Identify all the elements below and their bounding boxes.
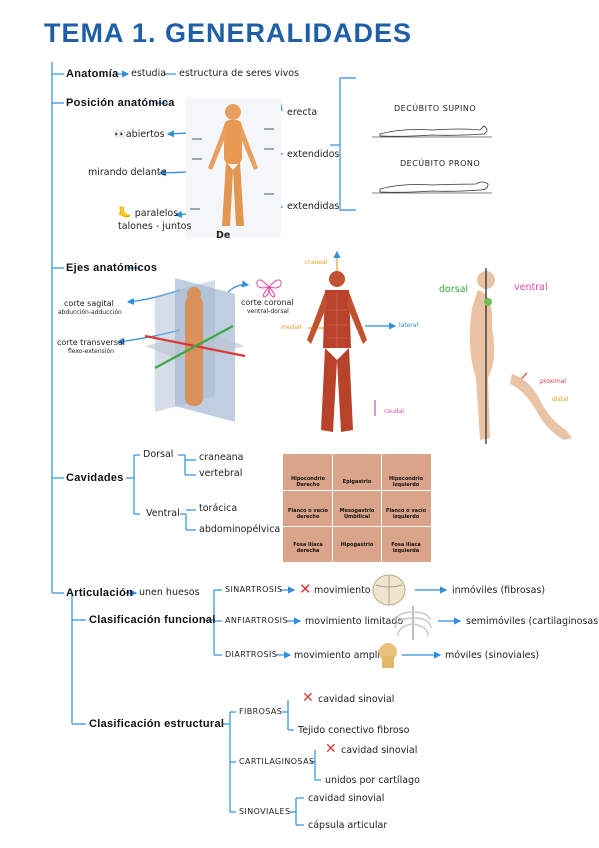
abiertos-text: 👀abiertos [114,129,165,140]
extendidos-text: extendidos [287,149,340,160]
diartrosis-label: DIARTROSIS [225,650,278,659]
posicion-heading: Posición anatómica [66,97,175,109]
unen-text: unen huesos [139,587,200,598]
ribcage-icon [394,606,432,640]
lateral-text: lateral [399,322,419,329]
prone-figure [372,181,492,194]
cavidad-sinovial-text: cavidad sinovial [318,694,395,705]
funcional-heading: Clasificación funcional [89,614,216,626]
anatomical-position-figure [186,98,281,238]
paralelos-text: 🦶 paralelos [118,206,178,219]
amplio-text: movimiento amplio [294,650,386,661]
fibrosas-label: FIBROSAS [239,707,283,716]
supine-figure [372,125,492,138]
corte-transversal-text: corte transversal [57,338,125,347]
sagital-sub-text: abducción-adducción [58,309,122,316]
abdominal-region: Flanco o vacío izquierdo [385,508,427,520]
abdominal-region: Hipogastrio [340,542,374,548]
inmoviles-text: inmóviles (fibrosas) [452,585,546,596]
cartilaginosas-label: CARTILAGINOSAS [239,757,315,766]
moviles-text: móviles (sinoviales) [445,650,540,661]
craneal-text: craneal [305,259,328,266]
muscle-figure [307,271,367,432]
cavidad-sinovial-2-text: cavidad sinovial [341,745,418,756]
eyes-icon: 👀 [114,129,126,140]
craneana-text: craneana [199,452,244,463]
abdominopelvica-text: abdominopélvica [199,524,281,535]
abdominal-region: Fosa ilíaca izquierda [391,542,421,554]
butterfly-icon [256,279,282,298]
toracica-text: torácica [199,503,238,514]
abdominal-region: Hipocondrio Derecho [290,476,326,488]
sinartrosis-label: SINARTROSIS [225,585,283,594]
medial-text: medial [281,324,302,331]
anatomia-heading: Anatomía [66,68,119,80]
coronal-sub-text: ventral-dorsal [247,308,289,315]
erecta-text: erecta [287,107,318,118]
ventral-cavity-text: Ventral [146,508,180,519]
cavidades-heading: Cavidades [66,472,124,484]
abdominal-region: Flanco o vacío derecho [287,508,329,520]
vertebral-text: vertebral [199,468,243,479]
cross-icon: ✕ [299,580,312,598]
unidos-text: unidos por cartílago [325,775,420,786]
corte-sagital-text: corte sagital [64,299,114,308]
mirando-text: mirando delante [88,167,167,178]
cavidad-sinovial-3-text: cavidad sinovial [308,793,385,804]
limitado-text: movimiento limitado [305,616,404,627]
decubito-supino-label: DECÚBITO SUPINO [394,104,477,113]
abdominal-regions-figure: Hipocondrio Derecho Epigastrio Hipocondr… [283,454,431,562]
movimiento-text: movimiento [314,585,371,596]
dorsal-text: dorsal [439,284,469,295]
distal-text: distal [552,396,569,403]
sinoviales-label: SINOVIALES [239,807,291,816]
corte-coronal-text: corte coronal [241,298,294,307]
abdominal-region: Hipocondrio Izquierdo [388,476,424,488]
abdominal-region: Epigastrio [342,479,372,485]
estructura-text: estructura de seres vivos [179,68,300,79]
capsula-text: cápsula articular [308,820,388,831]
cross-icon: ✕ [302,690,314,706]
caudal-text: caudal [384,408,404,415]
tejido-text: Tejido conectivo fibroso [298,725,410,736]
foot-icon: 🦶 [118,206,132,219]
proximal-text: proximal [540,378,567,385]
decubito-prono-label: DECÚBITO PRONO [400,159,481,168]
articulacion-heading: Articulación [66,587,134,599]
abdominal-region: Fosa ilíaca derecha [293,542,323,554]
estructural-heading: Clasificación estructural [89,718,225,730]
estudia-text: estudia [131,68,167,79]
skull-icon [372,574,406,606]
dorsal-cavity-text: Dorsal [143,449,174,460]
abiertos-label: abiertos [125,129,165,140]
anatomical-planes-figure [145,278,245,422]
page-title: TEMA 1. GENERALIDADES [44,18,413,48]
extendidas-text: extendidas [287,201,340,212]
paralelos-label: paralelos [134,208,179,219]
de-text: De [216,230,231,241]
semimoviles-text: semimóviles (cartilaginosas) [466,616,599,627]
cross-icon: ✕ [325,741,337,757]
transversal-sub-text: flexo-extensión [68,348,114,355]
joint-icon [379,643,397,668]
talones-text: talones - juntos [118,221,192,232]
ejes-heading: Ejes anatómicos [66,262,158,274]
abdominal-region: Mesogastrio Umbilical [339,508,375,520]
side-body-figure [469,268,495,444]
ventral-text: ventral [514,282,548,293]
anfiartrosis-label: ANFIARTROSIS [225,616,288,625]
arm-figure [510,374,572,440]
